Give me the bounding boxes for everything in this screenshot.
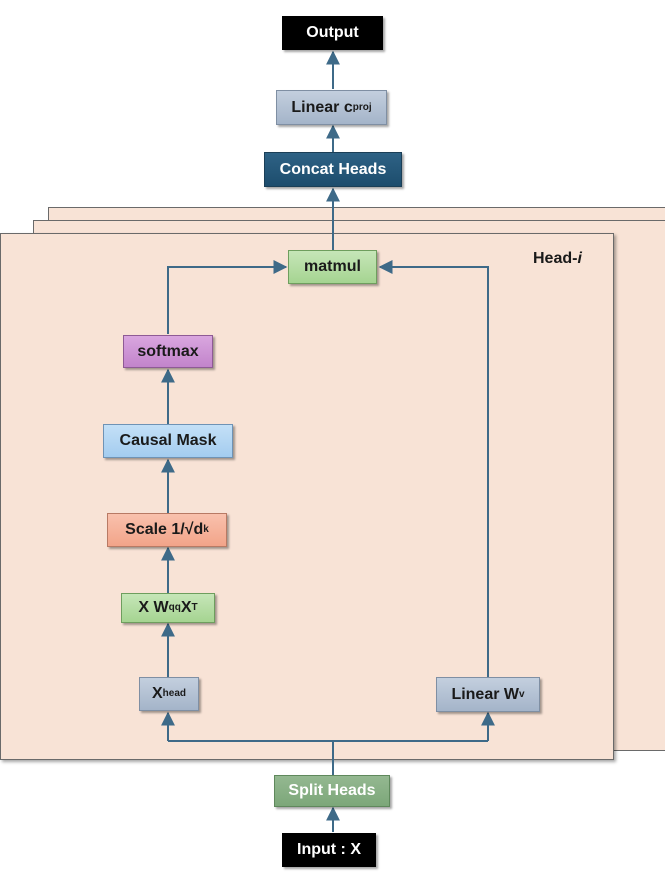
arrow-softmax-to-matmul <box>167 260 288 334</box>
softmax-node: softmax <box>123 335 213 368</box>
head-label: Head-i <box>533 250 582 267</box>
output-node: Output <box>282 16 383 50</box>
head-layer-front <box>0 233 614 760</box>
matmul-node: matmul <box>288 250 377 284</box>
causal-mask-node: Causal Mask <box>103 424 233 458</box>
concat-heads-node: Concat Heads <box>264 152 402 187</box>
arrow-linear-wv-to-matmul <box>378 260 489 677</box>
split-heads-node: Split Heads <box>274 775 390 807</box>
input-node: Input : X <box>282 833 376 867</box>
